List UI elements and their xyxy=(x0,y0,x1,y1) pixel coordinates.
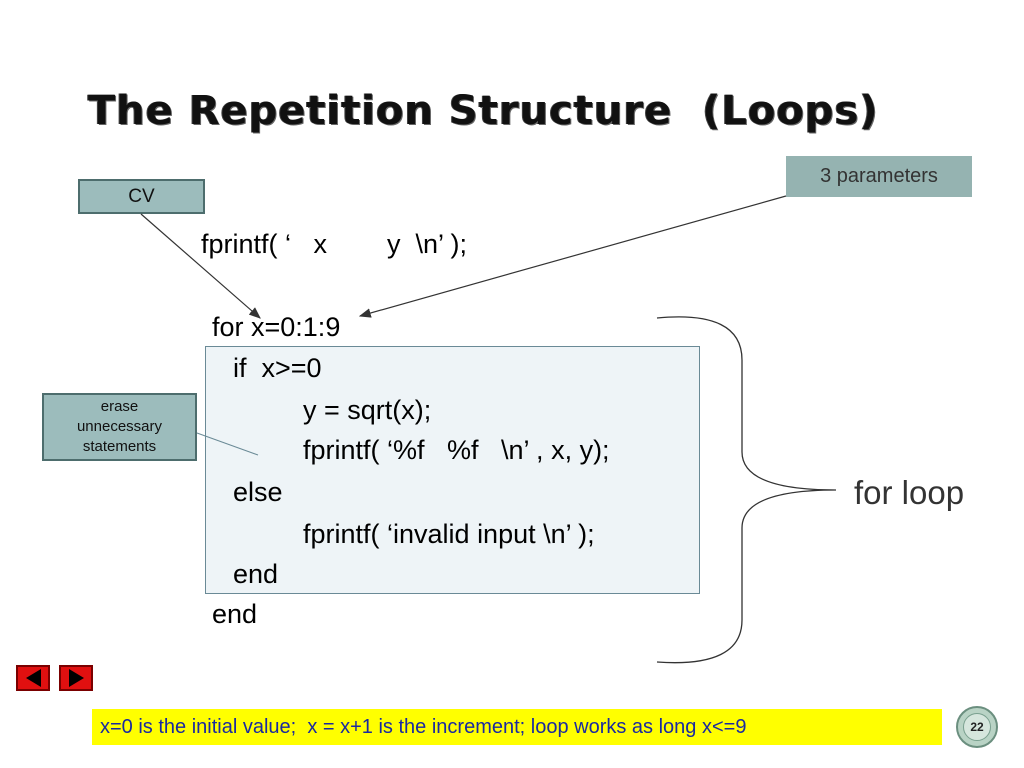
page-number-badge: 22 xyxy=(956,706,998,748)
header-fprintf-code: fprintf( ‘ x y \n’ ); xyxy=(201,229,468,259)
previous-slide-button[interactable] xyxy=(16,665,50,691)
erase-callout-line: unnecessary xyxy=(76,418,163,435)
end-for-code: end xyxy=(212,599,258,629)
cv-callout: CV xyxy=(78,179,205,214)
assign-statement-code: y = sqrt(x); xyxy=(303,395,432,425)
footer-note: x=0 is the initial value; x = x+1 is the… xyxy=(92,709,942,745)
erase-pointer-line xyxy=(196,432,259,456)
next-slide-button[interactable] xyxy=(59,665,93,691)
erase-callout-line: erase xyxy=(100,398,139,415)
erase-callout-line: statements xyxy=(82,438,157,455)
fprintf-values-code: fprintf( ‘%f %f \n’ , x, y); xyxy=(303,435,610,465)
cv-arrow xyxy=(140,213,261,319)
end-if-code: end xyxy=(233,559,279,589)
else-statement-code: else xyxy=(233,477,283,507)
for-loop-label: for loop xyxy=(854,474,965,511)
slide-title: The Repetition Structure (Loops) xyxy=(88,88,879,134)
right-triangle-icon xyxy=(68,669,84,687)
left-triangle-icon xyxy=(25,669,41,687)
if-block-box: if x>=0 y = sqrt(x); fprintf( ‘%f %f \n’… xyxy=(205,346,700,594)
erase-statements-callout: erase unnecessary statements xyxy=(42,393,197,461)
for-loop-brace xyxy=(656,316,837,664)
parameters-callout: 3 parameters xyxy=(786,156,972,197)
page-number: 22 xyxy=(963,713,991,741)
parameters-arrow xyxy=(358,195,787,318)
if-statement-code: if x>=0 xyxy=(233,353,322,383)
fprintf-invalid-code: fprintf( ‘invalid input \n’ ); xyxy=(303,519,595,549)
for-statement-code: for x=0:1:9 xyxy=(212,312,341,342)
